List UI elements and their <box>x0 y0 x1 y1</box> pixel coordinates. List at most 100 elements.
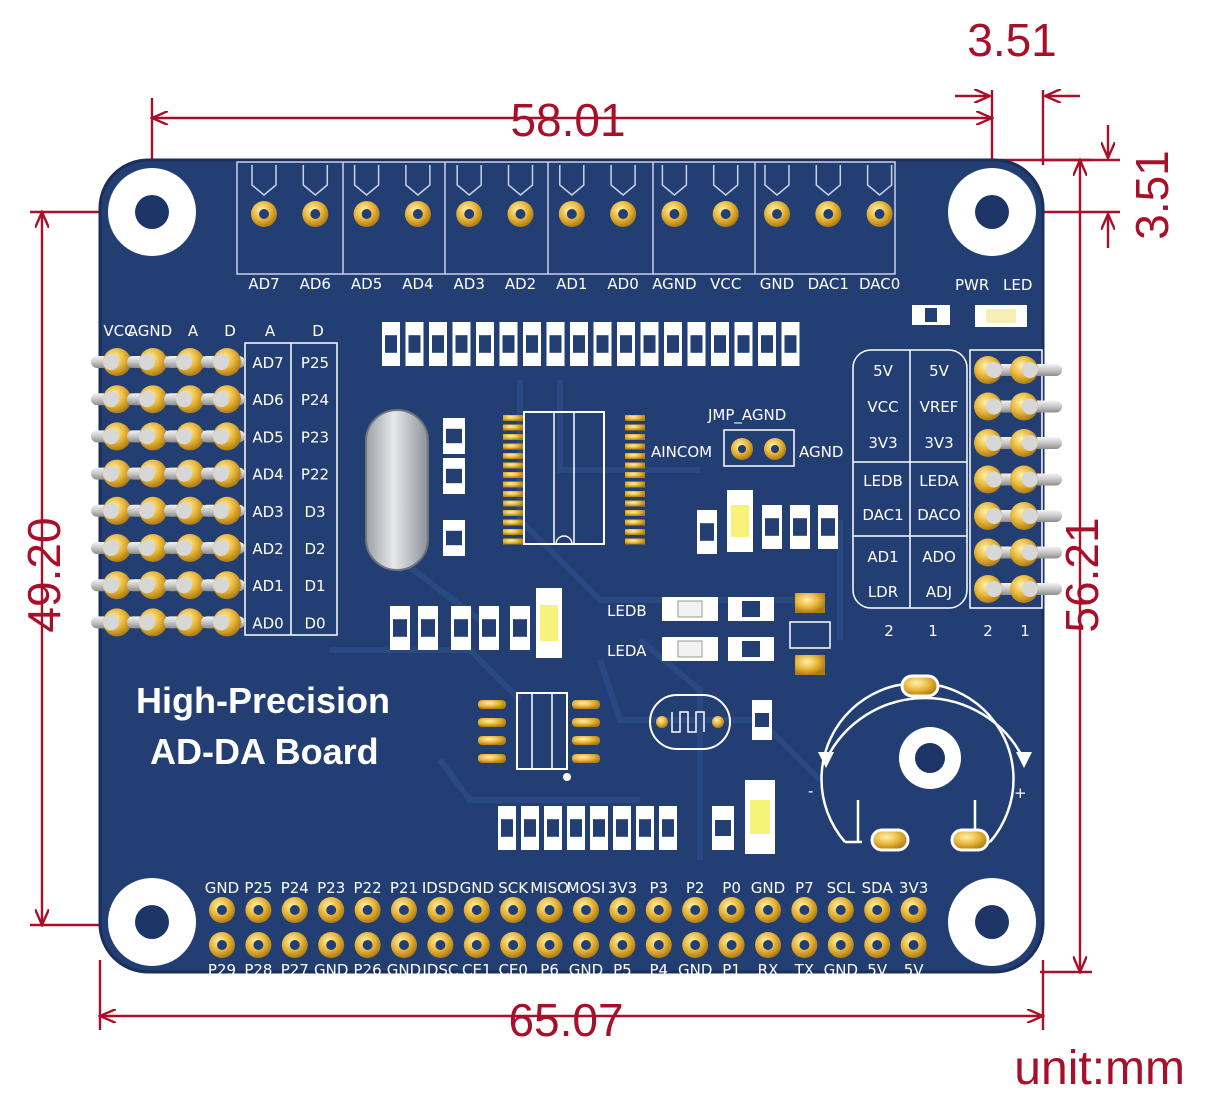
soic-pin <box>478 718 506 727</box>
pin-tip <box>986 471 1002 488</box>
smd-body <box>639 819 651 837</box>
dim-top-width: 58.01 <box>510 94 625 146</box>
terminal-label: AD1 <box>556 275 587 293</box>
pin-tip <box>986 435 1002 451</box>
gpio-top-label: SCK <box>498 879 529 897</box>
gpio-bottom-label: IDSC <box>422 961 458 979</box>
smd-body <box>446 468 462 484</box>
pin-tip <box>139 502 155 519</box>
pin-tip <box>213 465 229 482</box>
led-label: LED <box>1003 276 1032 294</box>
pot-plus: + <box>1014 784 1027 802</box>
jumper-agnd[interactable] <box>723 429 795 467</box>
jumper-table-label: LEDB <box>863 472 903 490</box>
pin-tip <box>176 465 192 482</box>
left-header-d-label: P24 <box>301 391 329 409</box>
smd-body <box>643 335 656 353</box>
ic-pin <box>503 453 523 459</box>
jumper-table-label: 3V3 <box>868 434 897 452</box>
potentiometer[interactable]: - + <box>808 674 1032 852</box>
dim-left-height: 49.20 <box>18 517 70 632</box>
jumper-table-label: AD1 <box>867 548 898 566</box>
pad-hole <box>361 209 372 219</box>
gpio-top-label: SCL <box>827 879 856 897</box>
smd-body <box>616 819 628 837</box>
pin-tip <box>213 614 229 631</box>
pad-hole <box>653 905 664 915</box>
pad-hole <box>618 209 629 219</box>
pin-tip <box>213 428 229 445</box>
mounting-holes <box>108 168 1036 966</box>
pad-hole <box>259 209 269 219</box>
terminal-outline <box>405 165 431 196</box>
jumper-right-label: AGND <box>799 443 843 461</box>
smd-body <box>573 335 585 353</box>
jumper-table-col-number: 1 <box>928 622 938 640</box>
left-header-d-label: P22 <box>301 466 329 484</box>
gpio-top-label: P7 <box>795 879 814 897</box>
pad-hole <box>874 209 885 219</box>
pin-tip <box>986 581 1002 597</box>
soic-pin <box>572 700 600 709</box>
gpio-bottom-label: P28 <box>244 961 272 979</box>
terminal-label: GND <box>760 275 794 293</box>
smd-body <box>502 335 515 353</box>
left-header-a-label: AD1 <box>252 577 283 595</box>
pin-tip <box>176 391 192 408</box>
pad-hole <box>362 940 373 950</box>
left-header-col-label: AGND <box>128 322 172 340</box>
gpio-bottom-label: P26 <box>354 961 382 979</box>
pad-hole <box>872 905 883 915</box>
smd-body <box>667 335 679 353</box>
ic-pin <box>625 510 645 516</box>
pad-hole <box>217 940 227 950</box>
gpio-top-label: GND <box>460 879 494 897</box>
bottom-smd-row <box>498 806 677 850</box>
pad-hole <box>581 940 591 950</box>
smd-body <box>482 619 496 637</box>
pad-hole <box>823 209 834 219</box>
gpio-top-label: GND <box>205 879 239 897</box>
gpio-bottom-label: P27 <box>281 961 309 979</box>
gpio-bottom-label: GND <box>314 961 348 979</box>
right-header-pin-number: 2 <box>983 622 993 640</box>
soic-pin <box>572 718 600 727</box>
pin-tip <box>139 577 155 594</box>
smd-body <box>421 619 435 637</box>
terminal-label: DAC1 <box>808 275 849 293</box>
left-header-a-label: AD6 <box>252 391 283 409</box>
pad-hole <box>726 940 737 950</box>
smd-body <box>524 819 536 837</box>
jumper-table-label: ADJ <box>926 583 952 601</box>
dim-right-height: 56.21 <box>1056 517 1108 632</box>
ic-pin <box>625 424 645 431</box>
lower-capacitors <box>390 606 530 650</box>
gpio-bottom-label: 5V <box>867 961 888 979</box>
terminal-outline <box>302 165 329 196</box>
status-leds <box>662 593 831 675</box>
soic-pin <box>572 754 600 763</box>
pad-hole <box>617 905 628 915</box>
gpio-bottom-label: GND <box>824 961 858 979</box>
terminal-label: AD3 <box>454 275 485 293</box>
smd-body <box>714 335 726 353</box>
pin-tip <box>176 354 192 370</box>
pad-hole <box>399 940 409 950</box>
terminal-label: AGND <box>652 275 696 293</box>
gpio-bottom-label: P1 <box>722 961 741 979</box>
pin-tip <box>176 428 192 445</box>
smd-body <box>393 619 407 637</box>
smd-body <box>620 335 632 353</box>
pad-hole <box>653 940 664 950</box>
gpio-bottom-label: CE1 <box>462 961 492 979</box>
terminal-label: AD5 <box>351 275 382 293</box>
board-title-line2: AD-DA Board <box>150 731 379 772</box>
pad-hole <box>399 905 409 915</box>
terminal-outline <box>764 165 790 196</box>
pad-hole <box>720 209 731 219</box>
pad-hole <box>690 905 701 915</box>
jumper-table-col-number: 2 <box>884 622 894 640</box>
pin-tip <box>139 391 155 408</box>
